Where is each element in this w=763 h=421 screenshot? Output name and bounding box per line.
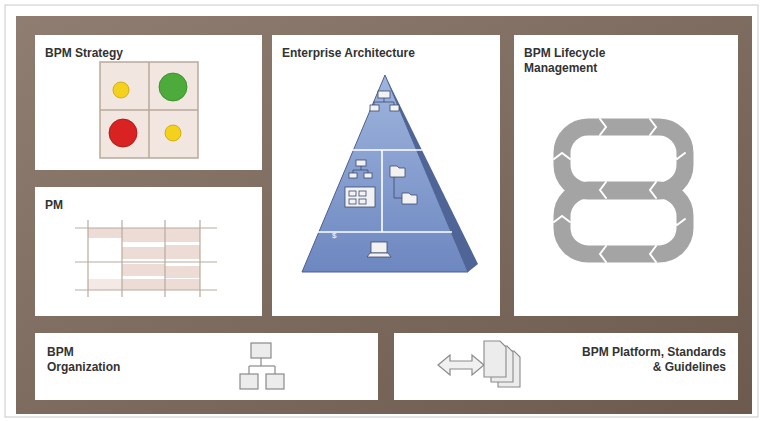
- architecture-pyramid: [272, 35, 500, 316]
- frame-outline: [5, 5, 758, 417]
- icon-symbol: $: [332, 231, 336, 240]
- platform-panel: BPM Platform, Standards & Guidelines: [394, 333, 738, 400]
- frame-ground: [16, 16, 752, 414]
- lifecycle-loop: [514, 35, 738, 316]
- panel-title: BPM Lifecycle Management: [524, 46, 674, 76]
- panel-title: BPM Organization: [47, 345, 142, 375]
- panel-title: BPM Platform, Standards & Guidelines: [576, 345, 726, 375]
- panel-title: Enterprise Architecture: [282, 46, 487, 61]
- gantt-chart: [35, 187, 262, 316]
- panel-title: PM: [45, 198, 245, 213]
- panel-title: BPM Strategy: [45, 46, 245, 61]
- organization-panel: BPM Organization: [35, 333, 378, 400]
- lifecycle-panel: BPM Lifecycle Management: [514, 35, 738, 316]
- architecture-panel: Enterprise Architecture $: [272, 35, 500, 316]
- strategy-panel: BPM Strategy: [35, 35, 262, 170]
- pm-panel: PM: [35, 187, 262, 316]
